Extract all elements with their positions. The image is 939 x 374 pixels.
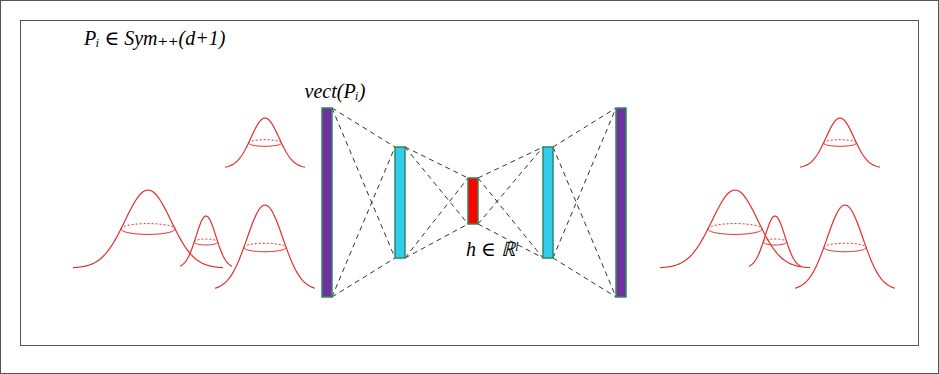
- gaussian-bell: [660, 190, 810, 268]
- layer-bar: [468, 178, 478, 224]
- bell-ellipse-front: [708, 229, 762, 234]
- dashed-connection: [553, 258, 616, 297]
- gaussian-bell: [749, 216, 801, 266]
- bell-ellipse-front: [763, 242, 787, 245]
- dashed-connection: [553, 108, 616, 147]
- bell-curve: [225, 118, 305, 167]
- bell-ellipse-back: [763, 239, 787, 242]
- gaussian-bell: [180, 216, 232, 266]
- inner-frame: [21, 21, 919, 346]
- bell-ellipse-back: [249, 140, 282, 143]
- dashed-connection: [332, 108, 395, 147]
- bell-curve: [660, 190, 810, 268]
- dashed-connection: [405, 224, 468, 258]
- dashed-connection: [553, 147, 616, 297]
- dashed-connection: [478, 147, 543, 178]
- bell-ellipse-back: [824, 243, 866, 247]
- bell-ellipse-front: [824, 143, 857, 146]
- dashed-connections: [332, 108, 616, 297]
- dashed-connection: [405, 147, 468, 178]
- bell-ellipse-back: [244, 243, 286, 247]
- bell-ellipse-back: [708, 224, 762, 229]
- input-vector-label: vect(Pᵢ): [305, 80, 366, 102]
- bell-curve: [749, 216, 801, 266]
- bell-curve: [800, 118, 880, 167]
- bell-ellipse-front: [244, 248, 286, 252]
- layer-bar: [543, 147, 553, 258]
- layer-bars: [322, 108, 626, 297]
- dashed-connection: [405, 178, 468, 258]
- input-set-label: Pᵢ ∈ Sym₊₊(d+1): [84, 27, 225, 49]
- gaussian-bell: [800, 118, 880, 167]
- dashed-connection: [332, 147, 395, 297]
- bell-ellipse-front: [824, 248, 866, 252]
- bell-curve: [180, 216, 232, 266]
- dashed-connection: [332, 258, 395, 297]
- dashed-connection: [332, 108, 395, 258]
- bell-ellipse-back: [194, 239, 218, 242]
- gaussian-bell: [215, 205, 315, 288]
- layer-bar: [322, 108, 332, 297]
- bell-curve: [215, 205, 315, 288]
- dashed-connection: [478, 147, 543, 224]
- gaussian-bell: [795, 205, 895, 288]
- dashed-connection: [553, 108, 616, 258]
- bell-curve: [73, 190, 223, 268]
- bell-ellipse-front: [121, 229, 175, 234]
- gaussian-bell: [73, 190, 223, 268]
- bell-ellipse-front: [194, 242, 218, 245]
- gaussian-bells: [73, 118, 895, 288]
- bell-ellipse-back: [121, 224, 175, 229]
- layer-bar: [395, 147, 405, 258]
- gaussian-bell: [225, 118, 305, 167]
- dashed-connection: [405, 147, 468, 224]
- latent-code-label: h ∈ ℝˡ: [466, 238, 518, 260]
- layer-bar: [616, 108, 626, 297]
- bell-ellipse-front: [249, 143, 282, 146]
- bell-curve: [795, 205, 895, 288]
- bell-ellipse-back: [824, 140, 857, 143]
